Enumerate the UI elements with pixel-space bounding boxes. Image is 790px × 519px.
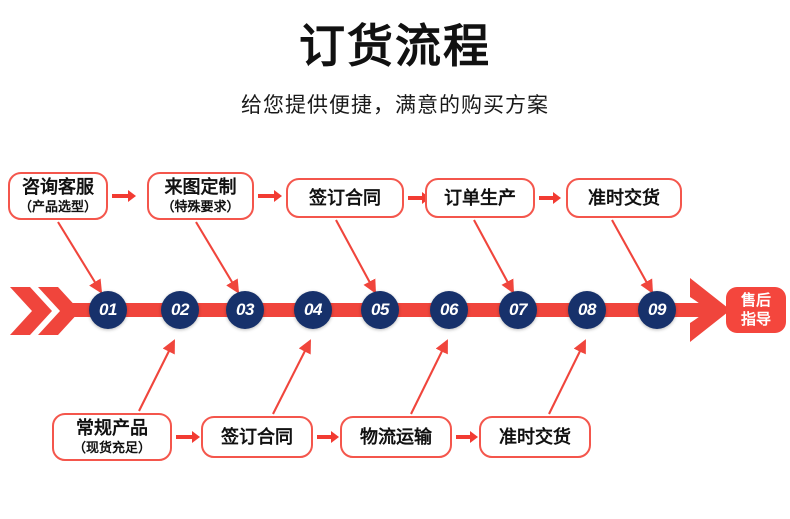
top-step-1-line1: 咨询客服	[22, 177, 94, 197]
top-step-box-5[interactable]: 准时交货	[566, 178, 682, 218]
link-top5-to-09	[611, 219, 654, 294]
after-sales-badge[interactable]: 售后 指导	[726, 287, 786, 333]
top-step-box-1[interactable]: 咨询客服 （产品选型）	[8, 172, 108, 220]
bottom-step-1-line2: （现货充足）	[72, 440, 151, 455]
page-subtitle: 给您提供便捷，满意的购买方案	[241, 94, 549, 117]
timeline-step-01[interactable]: 01	[89, 291, 127, 329]
top-connector-arrow-2	[258, 190, 282, 202]
timeline-step-04[interactable]: 04	[294, 291, 332, 329]
arrow-head-icon	[553, 192, 561, 204]
arrow-shaft	[176, 435, 192, 439]
bottom-connector-arrow-3	[456, 431, 478, 443]
link-bottom4-to-08	[548, 339, 586, 415]
top-step-box-2[interactable]: 来图定制 （特殊要求）	[147, 172, 254, 220]
arrow-head-icon	[192, 431, 200, 443]
bottom-step-1-line1: 常规产品	[76, 418, 148, 438]
timeline-step-08[interactable]: 08	[568, 291, 606, 329]
timeline-step-02[interactable]: 02	[161, 291, 199, 329]
bottom-step-box-4[interactable]: 准时交货	[479, 416, 591, 458]
after-sales-badge-line2: 指导	[740, 311, 771, 328]
top-step-5-line1: 准时交货	[588, 187, 660, 208]
arrow-shaft	[539, 196, 553, 200]
bottom-step-2-line1: 签订合同	[221, 426, 293, 447]
timeline-step-05[interactable]: 05	[361, 291, 399, 329]
top-step-box-4[interactable]: 订单生产	[425, 178, 535, 218]
bottom-connector-arrow-2	[317, 431, 339, 443]
top-step-4-line1: 订单生产	[444, 187, 516, 208]
top-step-1-line2: （产品选型）	[18, 199, 97, 214]
arrow-shaft	[456, 435, 470, 439]
timeline-step-07[interactable]: 07	[499, 291, 537, 329]
arrow-head-icon	[331, 431, 339, 443]
bottom-step-3-line1: 物流运输	[360, 426, 432, 447]
arrow-shaft	[317, 435, 331, 439]
link-top2-to-03	[195, 221, 240, 294]
chevron-left-cluster-icon	[8, 285, 80, 337]
link-top4-to-07	[473, 219, 515, 294]
link-bottom1-to-02	[138, 339, 175, 412]
arrow-shaft	[408, 196, 422, 200]
top-step-box-3[interactable]: 签订合同	[286, 178, 404, 218]
top-connector-arrow-4	[539, 192, 561, 204]
top-step-2-line1: 来图定制	[164, 177, 237, 197]
bottom-step-4-line1: 准时交货	[499, 426, 571, 447]
top-step-3-line1: 签订合同	[309, 187, 381, 208]
bottom-step-box-2[interactable]: 签订合同	[201, 416, 313, 458]
bottom-connector-arrow-1	[176, 431, 200, 443]
rail-arrow-head-icon	[690, 278, 730, 347]
top-connector-arrow-1	[112, 190, 136, 202]
arrow-head-icon	[470, 431, 478, 443]
top-step-2-line2: （特殊要求）	[161, 199, 240, 214]
arrow-shaft	[258, 194, 274, 198]
after-sales-badge-line1: 售后	[740, 292, 771, 309]
timeline-step-03[interactable]: 03	[226, 291, 264, 329]
bottom-step-box-1[interactable]: 常规产品 （现货充足）	[52, 413, 172, 461]
arrow-head-icon	[128, 190, 136, 202]
timeline-step-06[interactable]: 06	[430, 291, 468, 329]
link-bottom2-to-04	[272, 339, 311, 415]
arrow-shaft	[112, 194, 128, 198]
timeline-step-09[interactable]: 09	[638, 291, 676, 329]
bottom-step-box-3[interactable]: 物流运输	[340, 416, 452, 458]
link-top3-to-05	[335, 219, 377, 294]
link-bottom3-to-06	[410, 339, 448, 415]
arrow-head-icon	[274, 190, 282, 202]
page-title: 订货流程	[299, 20, 491, 72]
link-top1-to-01	[57, 221, 103, 294]
